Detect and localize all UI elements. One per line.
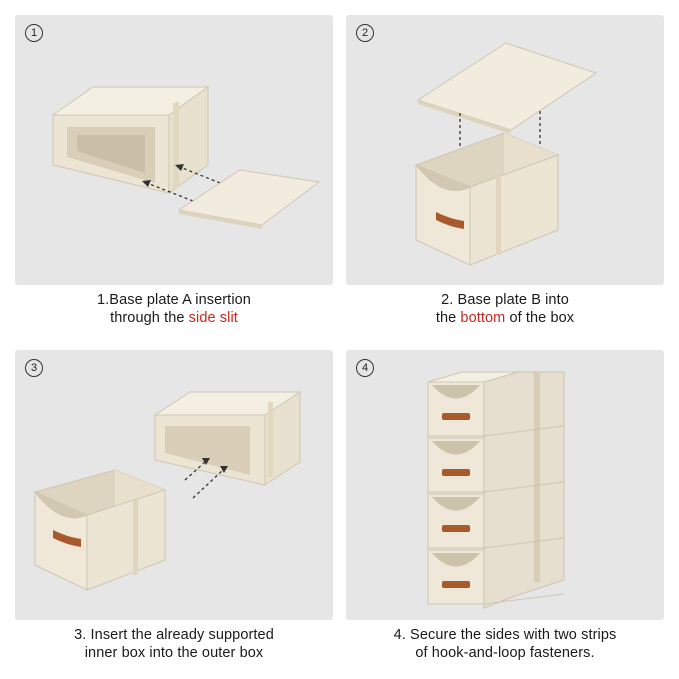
drawer-unit (427, 493, 565, 549)
leather-handle (442, 525, 470, 532)
caption-line: 2. Base plate B into (441, 292, 569, 308)
step-1-caption: 1.Base plate A insertion through the sid… (15, 291, 333, 327)
caption-text: of the box (505, 310, 575, 326)
drawer-unit (427, 381, 565, 437)
caption-line: through the side slit (15, 309, 333, 327)
leather-handle (442, 469, 470, 476)
caption-text: through the (110, 310, 189, 326)
step-4-caption: 4. Secure the sides with two strips of h… (346, 626, 664, 662)
outer-box-frame (51, 86, 210, 194)
hook-and-loop-strip (534, 372, 540, 582)
arrow-heads (142, 164, 184, 187)
storage-box (414, 132, 560, 266)
drawer-stack-illustration (427, 371, 565, 609)
inner-box (33, 469, 167, 591)
step-number-badge: 2 (356, 24, 374, 42)
step-1-panel: 1 (15, 15, 333, 285)
base-plate-b (416, 42, 598, 131)
leather-handle (53, 530, 81, 547)
step-3-illustration (33, 391, 302, 591)
step-number-badge: 1 (25, 24, 43, 42)
insert-arrows (146, 166, 221, 202)
leather-handle (442, 581, 470, 588)
caption-text: the (435, 310, 461, 326)
step-number-badge: 3 (25, 359, 43, 377)
step-number-badge: 4 (356, 359, 374, 377)
step-4-panel: 4 (346, 350, 664, 620)
outer-box (153, 391, 302, 486)
caption-line: the bottom of the box (346, 309, 664, 327)
leather-handle (442, 413, 470, 420)
highlighted-text: side slit (188, 310, 238, 326)
caption-line: of hook-and-loop fasteners. (415, 645, 595, 661)
step-3-panel: 3 (15, 350, 333, 620)
step-1-illustration (51, 86, 321, 229)
caption-line: 1.Base plate A insertion (97, 292, 251, 308)
arrow-heads (202, 458, 228, 473)
caption-line: inner box into the outer box (84, 645, 264, 661)
highlighted-text: bottom (460, 310, 506, 326)
insert-arrows (184, 461, 224, 499)
leather-handle (436, 212, 464, 229)
caption-line: 3. Insert the already supported (74, 627, 274, 643)
step-2-illustration (414, 42, 598, 266)
step-2-panel: 2 (346, 15, 664, 285)
drawer-unit (427, 549, 565, 605)
step-3-caption: 3. Insert the already supported inner bo… (15, 626, 333, 662)
step-2-caption: 2. Base plate B into the bottom of the b… (346, 291, 664, 327)
drawer-unit (427, 437, 565, 493)
caption-line: 4. Secure the sides with two strips (393, 627, 617, 643)
